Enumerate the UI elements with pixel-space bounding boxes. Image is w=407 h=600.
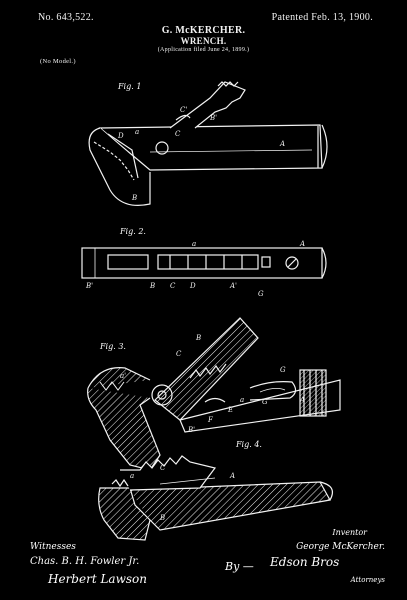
witnesses-label: Witnesses (30, 542, 76, 552)
patent-number: No. 643,522. (38, 12, 94, 23)
inventor-signature: George McKercher. (296, 542, 385, 552)
figure-4-wrench-perspective (98, 455, 333, 541)
inventor-label: Inventor (332, 528, 367, 537)
ref-b-fig1: B (131, 194, 137, 202)
ref-b-fig2: B (149, 282, 155, 290)
fig-1-label: Fig. 1 (118, 82, 142, 91)
fig-4-label: Fig. 4. (236, 440, 262, 449)
model-note: (No Model.) (40, 58, 76, 65)
ref-g-fig3: G (280, 366, 286, 374)
ref-d-fig1: D (117, 132, 124, 140)
attorney-label: Attorneys (350, 576, 385, 584)
ref-c-fig1: C (175, 130, 181, 138)
ref-a-upper-fig1: A (279, 140, 285, 148)
figure-2-wrench-top (81, 247, 327, 279)
patent-date: Patented Feb. 13, 1900. (271, 12, 373, 23)
by-label: By — (225, 560, 254, 573)
inventor-name: G. McKERCHER. (161, 25, 246, 36)
ref-c-fig2: C (170, 282, 176, 290)
witness-2-signature: Herbert Lawson (48, 572, 147, 586)
ref-a-prime-fig3: a' (120, 372, 126, 380)
ref-b-fig3: B (195, 334, 201, 342)
figure-1-wrench-side (88, 81, 328, 206)
application-date: (Application filed June 24, 1899.) (157, 47, 250, 53)
ref-b-prime-fig3: B' (187, 426, 195, 434)
fig-3-label: Fig. 3. (100, 342, 126, 351)
attorney-signature: Edson Bros (270, 555, 340, 569)
ref-b-prime-fig2: B' (85, 282, 93, 290)
ref-a-fig2: a (192, 240, 196, 248)
ref-c-fig3: C (176, 350, 182, 358)
ref-e-fig3: E (227, 406, 233, 414)
ref-b-fig4: B (159, 514, 165, 522)
ref-b-prime-fig1: B' (209, 114, 217, 122)
ref-a-fig3: a (240, 396, 244, 404)
ref-c-prime-fig1: C' (180, 106, 187, 114)
witness-1-signature: Chas. B. H. Fowler Jr. (30, 556, 140, 567)
ref-a-fig4: a (130, 472, 134, 480)
ref-a-fig1: a (135, 128, 139, 136)
ref-g-fig2: G (258, 290, 264, 298)
ref-a-upper-fig3: A (299, 396, 305, 404)
ref-a-upper-fig2: A (299, 240, 305, 248)
ref-f-fig3: F (207, 416, 214, 424)
fig-2-label: Fig. 2. (120, 227, 146, 236)
ref-d-fig2: D (189, 282, 196, 290)
ref-a-upper-fig4: A (229, 472, 235, 480)
invention-title: WRENCH. (180, 36, 227, 46)
ref-a-prime-fig2: A' (229, 282, 237, 290)
figure-3-wrench-section (87, 317, 341, 471)
ref-g-lower-fig3: G (262, 398, 268, 406)
ref-c-fig4: C (160, 464, 166, 472)
